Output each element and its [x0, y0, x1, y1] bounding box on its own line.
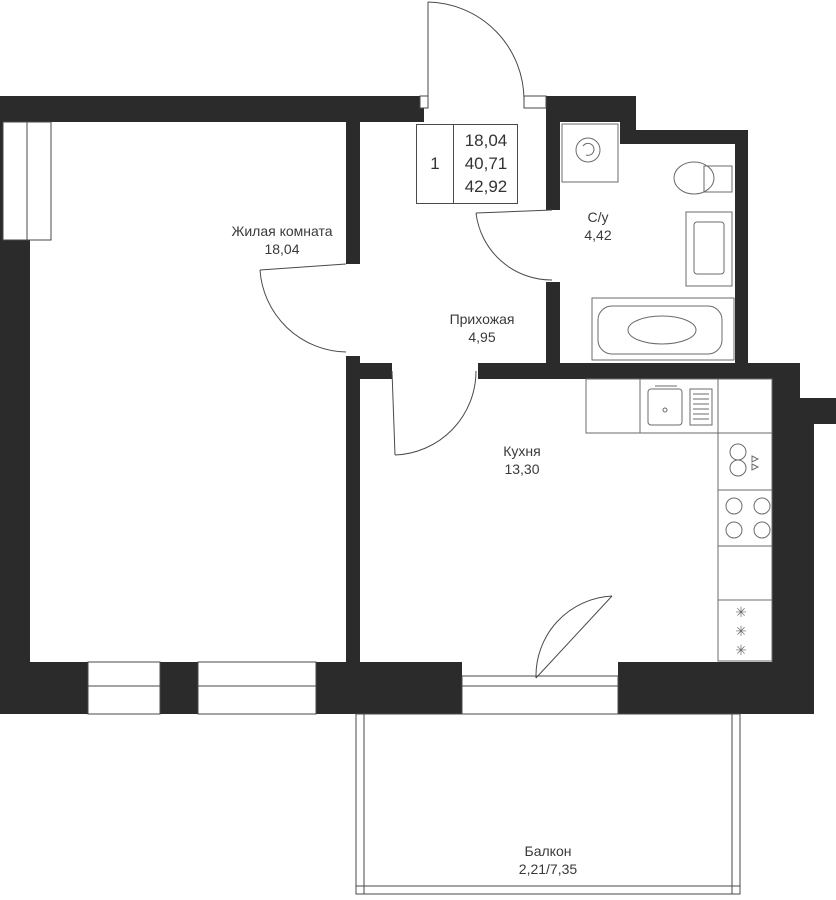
washing-machine	[561, 123, 619, 183]
room-area: 18,04	[264, 241, 300, 257]
total-area-value: 40,71	[464, 154, 508, 173]
interior-doors	[259, 209, 613, 679]
wall-left-upper	[0, 96, 3, 240]
bathtub	[591, 297, 735, 361]
entrance-door	[419, 1, 547, 109]
svg-text:✳: ✳	[735, 624, 747, 640]
wall-bath-top-right	[620, 130, 748, 144]
drainboard	[689, 388, 713, 426]
windows	[2, 121, 619, 715]
room-count: 1	[417, 125, 454, 203]
svg-text:✳: ✳	[735, 643, 747, 659]
balcony-outline	[355, 713, 741, 895]
stove	[717, 489, 773, 547]
window-bottom-3	[461, 675, 619, 715]
total-area-with-balcony-value: 42,92	[464, 177, 508, 196]
wall-left	[0, 240, 30, 714]
kitchen-counter-top	[585, 378, 773, 434]
wall-right-stub	[772, 398, 836, 424]
area-list: 18,04 40,71 42,92	[454, 129, 518, 198]
room-area: 13,30	[504, 461, 540, 477]
window-bottom-2	[197, 661, 317, 715]
window-bottom-1	[87, 661, 161, 715]
wall-bottom-2	[160, 662, 198, 714]
room-label-hallway: Прихожая 4,95	[432, 310, 532, 346]
room-label-balcony: Балкон 2,21/7,35	[488, 842, 608, 878]
wall-bath-left-top	[546, 96, 560, 210]
wall-kitchen-top	[478, 363, 800, 379]
wall-bath-top-step	[620, 122, 636, 132]
washer-circle	[729, 443, 747, 461]
apartment-info-box: 1 18,04 40,71 42,92	[416, 124, 518, 204]
svg-text:✳: ✳	[735, 605, 747, 621]
wall-right-top	[772, 363, 800, 401]
wall-living-hall-bottom	[346, 356, 360, 664]
wall-living-hall-top	[346, 122, 360, 264]
sink	[647, 388, 683, 426]
wall-bath-left-bottom	[546, 282, 560, 365]
room-name: Балкон	[524, 843, 572, 859]
wall-top-bath	[546, 96, 636, 122]
kitchen-counter-side	[717, 432, 773, 662]
wall-bottom-4	[618, 662, 814, 714]
walls	[0, 96, 836, 714]
wall-bath-right	[735, 130, 748, 365]
toilet-bowl	[673, 161, 715, 195]
wall-bottom-3	[316, 662, 462, 714]
room-label-living: Жилая комната 18,04	[212, 222, 352, 258]
room-label-kitchen: Кухня 13,30	[482, 442, 562, 478]
toilet-tank	[703, 165, 733, 193]
wall-hall-top	[358, 363, 392, 379]
kitchen-fixtures	[585, 378, 773, 662]
room-name: Жилая комната	[231, 223, 333, 239]
room-area: 4,95	[468, 329, 496, 345]
wall-top-left	[0, 96, 424, 122]
wall-bottom-1	[0, 662, 88, 714]
living-area-value: 18,04	[464, 131, 508, 150]
room-area: 2,21/7,35	[518, 861, 578, 877]
room-name: Прихожая	[449, 311, 515, 327]
room-label-bathroom: С/у 4,42	[568, 208, 628, 244]
room-name: Кухня	[503, 443, 541, 459]
bathroom-fixtures	[561, 123, 735, 361]
room-name: С/у	[587, 209, 609, 225]
room-area: 4,42	[584, 227, 612, 243]
washbasin	[685, 211, 733, 287]
fridge-icons: ✳ ✳ ✳	[735, 605, 747, 659]
